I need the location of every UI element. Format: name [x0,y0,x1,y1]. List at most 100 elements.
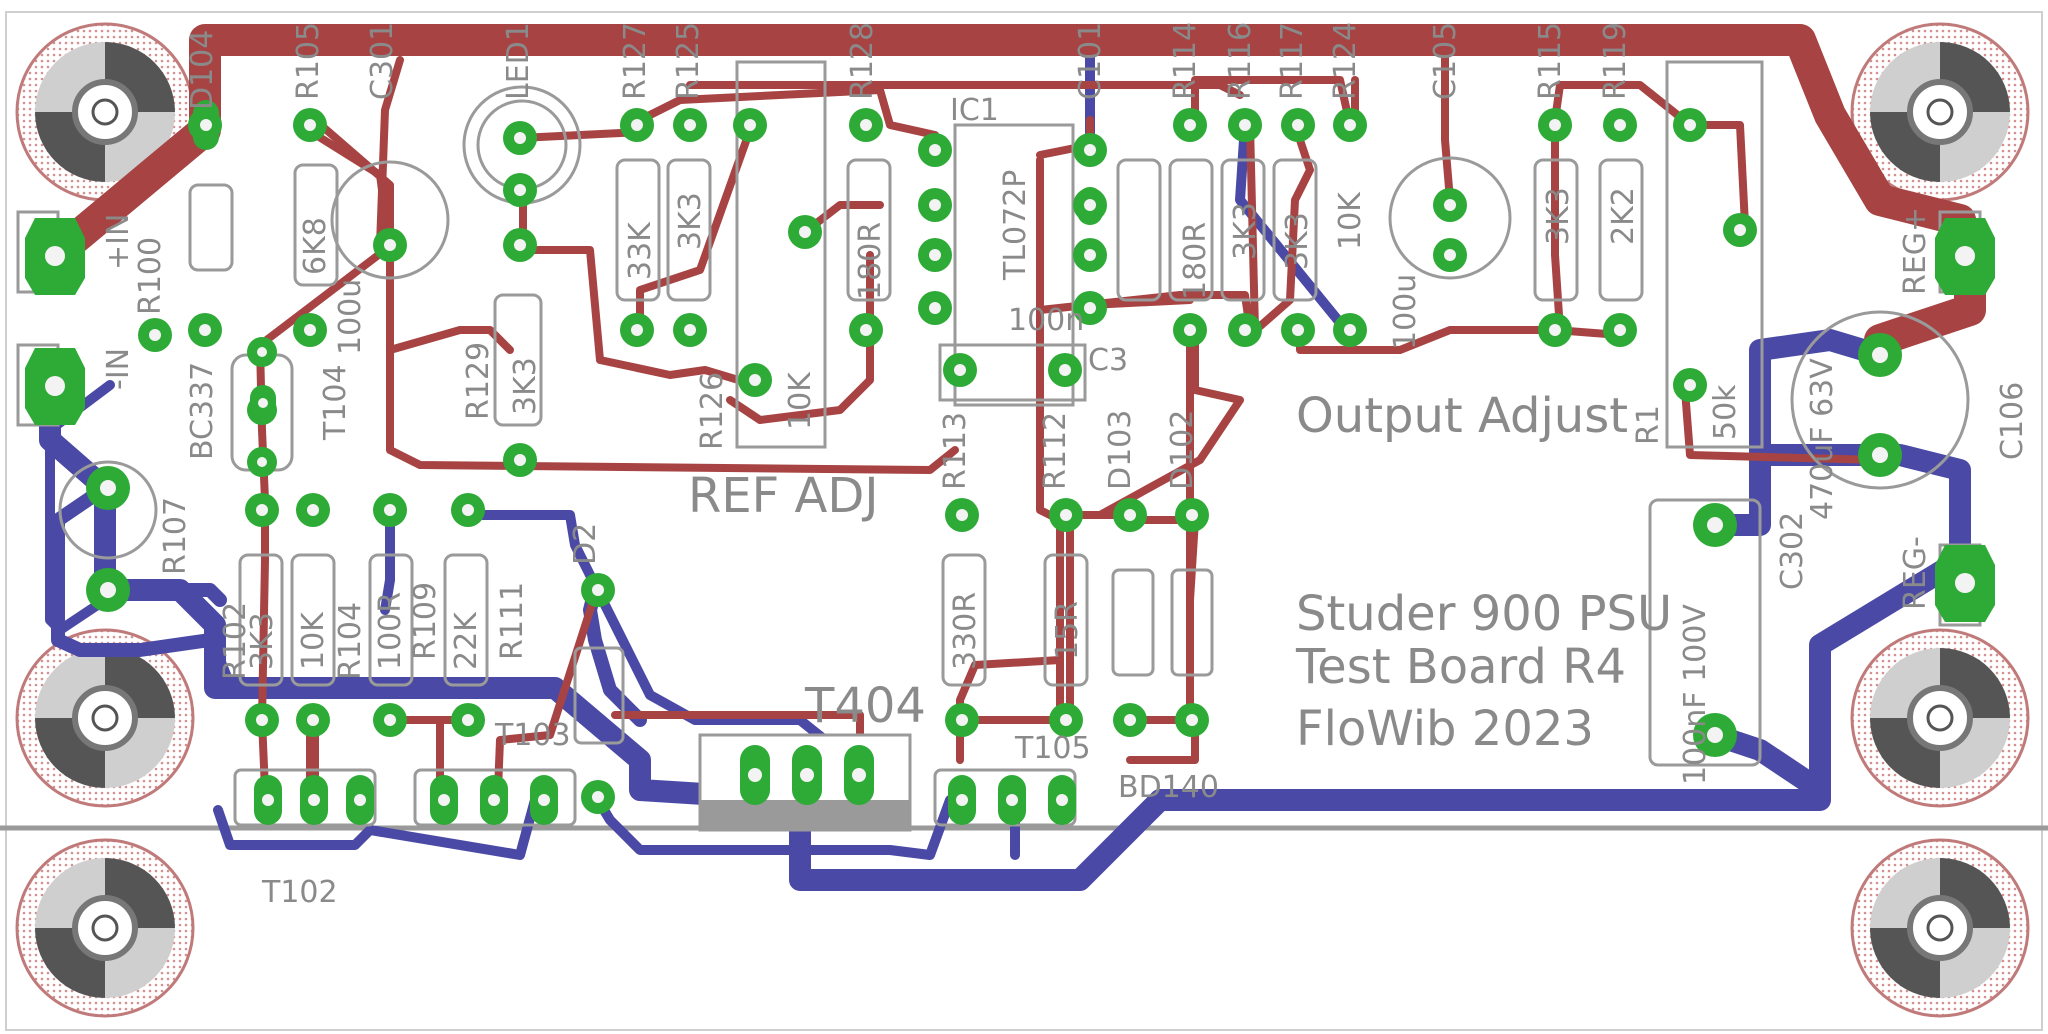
value-r111: 22K [449,611,484,670]
round-pad [1281,313,1315,347]
transistor-pad [948,775,976,825]
ref-adj-label: REF ADJ [688,468,879,524]
round-pad [733,108,767,142]
round-pad [918,133,952,167]
connector-pad [25,218,85,295]
round-pad [620,313,654,347]
round-pad [296,703,330,737]
round-pad [1173,108,1207,142]
round-pad [1673,108,1707,142]
value-ic1: TL072P [998,170,1033,281]
board-title-line-3: FloWib 2023 [1296,701,1594,757]
round-pad [1049,498,1083,532]
board-title-line-1: Studer 900 PSU [1296,586,1672,642]
label-t105: T105 [1014,731,1091,766]
mounting-hole-icon [17,840,193,1016]
oval-pad [250,385,276,421]
label-plus-in: +IN [101,214,136,270]
round-pad [738,363,772,397]
round-pad [1049,703,1083,737]
round-pad [1281,108,1315,142]
label-ic1: IC1 [950,93,999,128]
round-pad [451,703,485,737]
value-r119: 2K2 [1606,187,1641,245]
label-c106: C106 [1995,382,2030,460]
round-pad [451,493,485,527]
label-d104: D104 [185,30,220,110]
mounting-hole-icon [1852,630,2028,806]
round-pad [86,568,130,612]
label-c301: C301 [365,22,400,100]
round-pad [296,493,330,527]
transistor-pad [254,775,282,825]
label-r129: R129 [461,342,496,420]
label-t102: T102 [261,875,338,910]
transistor-pad [530,775,558,825]
label-r126: R126 [695,372,730,450]
value-r116: 3K3 [1228,202,1263,260]
round-pad [1048,353,1082,387]
pad-layer [25,100,1995,825]
transistor-pad [480,775,508,825]
round-pad [620,108,654,142]
label-r113: R113 [938,412,973,490]
round-pad [1333,108,1367,142]
round-pad [1175,498,1209,532]
transistor-pad [346,775,374,825]
round-pad [1073,133,1107,167]
label-led1: LED1 [501,22,536,100]
value-c105: 100u [1388,274,1423,350]
label-r109: R109 [408,582,443,660]
value-r102: 3K3 [245,612,280,670]
round-pad [1433,188,1467,222]
round-pad [1175,703,1209,737]
label-r116: R116 [1223,22,1258,100]
label-r105: R105 [291,22,326,100]
round-pad [945,703,979,737]
round-pad [1173,313,1207,347]
label-reg-minus: REG- [1898,536,1933,610]
round-pad [849,108,883,142]
round-pad [581,780,615,814]
round-pad [86,466,130,510]
transistor-pad [844,745,874,805]
value-r104: 10K [296,611,331,670]
round-pad [373,493,407,527]
round-pad [918,188,952,222]
value-r129: 3K3 [508,357,543,415]
transistor-pad [1048,775,1076,825]
value-r114: 180R [1178,222,1213,300]
round-pad [1113,703,1147,737]
oval-pad [1077,187,1103,225]
round-pad [1228,108,1262,142]
label-r1: R1 [1631,405,1666,445]
transistor-pad [740,745,770,805]
label-r112: R112 [1038,412,1073,490]
transistor-pad [792,745,822,805]
value-r124: 10K [1333,191,1368,250]
round-pad [247,337,277,367]
value-c302: 100nF 100V [1678,604,1713,785]
oval-pad [193,100,219,150]
round-pad [188,313,222,347]
round-pad [943,353,977,387]
reference-labels: D104 R105 C301 LED1 R127 R125 R128 IC1 C… [101,22,2030,910]
transistor-pad [300,775,328,825]
label-c101: C101 [1073,22,1108,100]
label-t104: T104 [318,364,353,441]
mounting-hole-icon [1852,840,2028,1016]
label-c105: C105 [1428,22,1463,100]
label-t404: T404 [804,678,926,734]
board-title-line-2: Test Board R4 [1295,639,1626,695]
label-d103: D103 [1103,410,1138,490]
label-r107: R107 [158,497,193,575]
value-c106: 470uF 63V [1805,358,1840,520]
label-bd140: BD140 [1118,770,1219,805]
label-r100: R100 [133,237,168,315]
label-r119: R119 [1598,22,1633,100]
label-r111: R111 [495,582,530,660]
round-pad [1693,713,1737,757]
round-pad [373,228,407,262]
value-r105: 6K8 [298,217,333,275]
